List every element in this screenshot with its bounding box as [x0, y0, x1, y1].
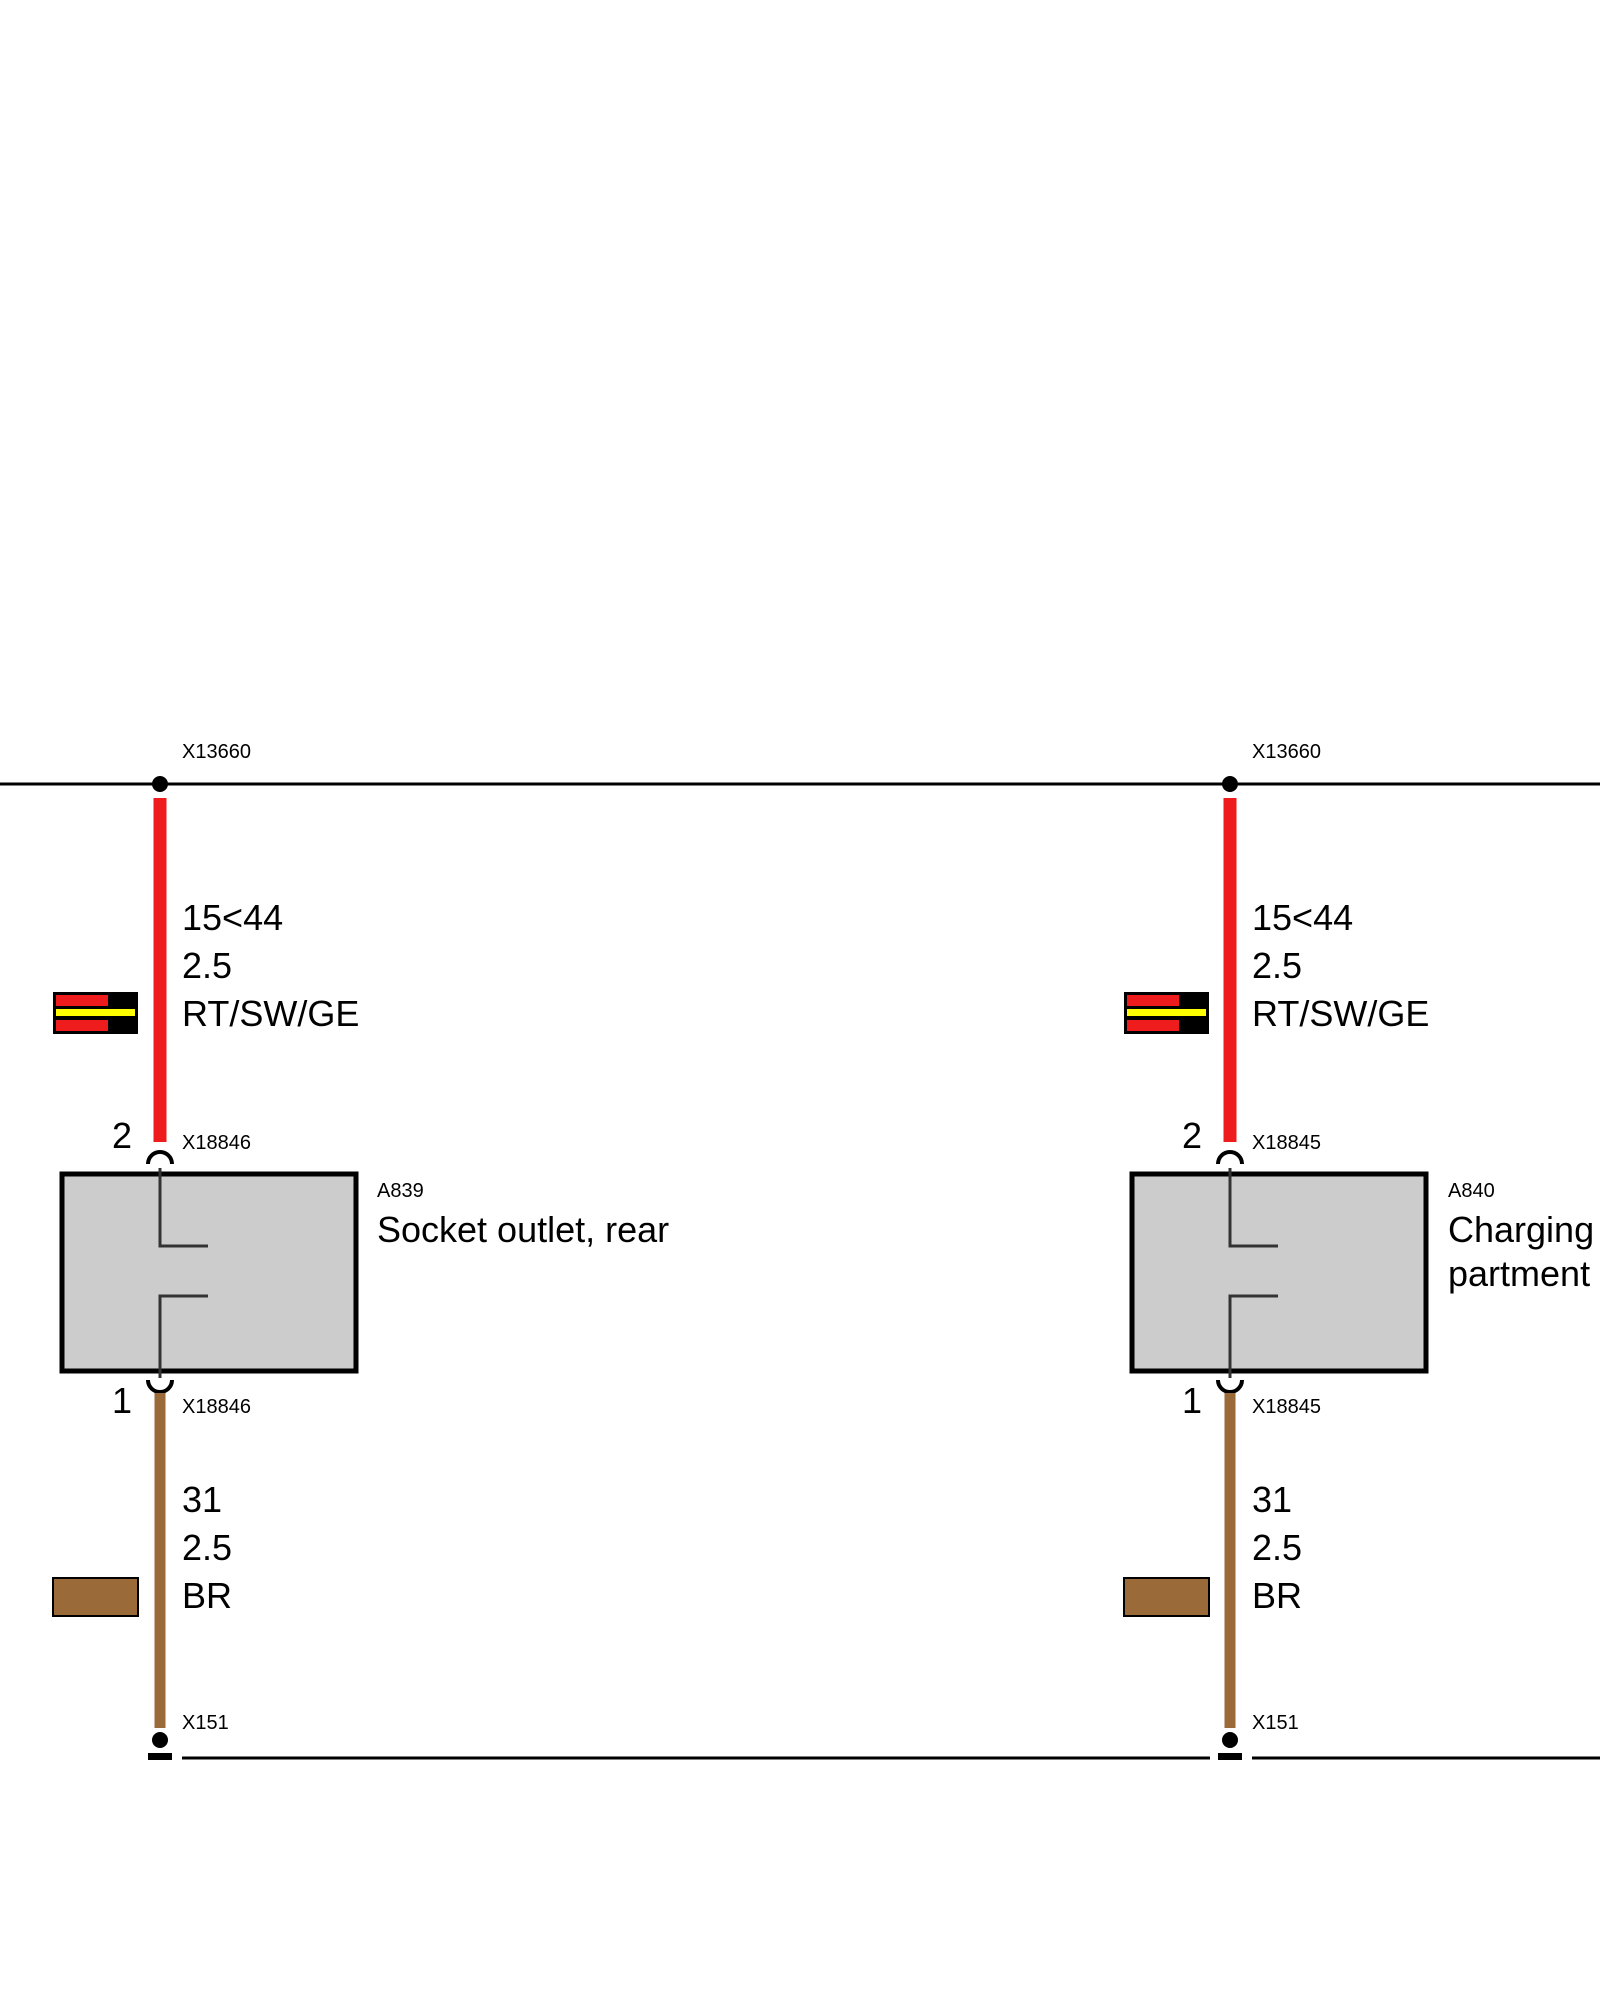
wire-color-swatch-brown	[52, 1577, 139, 1617]
bottom-junction-dot	[152, 1732, 168, 1748]
component-name-line1: Socket outlet, rear	[377, 1209, 669, 1250]
pin-top-socket-icon	[146, 1150, 174, 1165]
top-junction-dot	[1222, 776, 1238, 792]
ground-color-code-label: BR	[1252, 1575, 1302, 1616]
circuit-a839: X13660 15<44 2.5 RT/SW/GE 2 X18846 A839 …	[52, 741, 669, 1760]
connector-top-label: X18845	[1252, 1132, 1321, 1154]
circuit-a840: X13660 15<44 2.5 RT/SW/GE 2 X18845 A840 …	[1123, 741, 1594, 1760]
pin-bottom-socket-icon	[146, 1379, 174, 1394]
pin-bottom-number: 1	[1182, 1380, 1202, 1421]
supply-terminal-label: 15<44	[1252, 897, 1353, 938]
wire-color-swatch-brown	[1123, 1577, 1210, 1617]
ground-color-code-label: BR	[182, 1575, 232, 1616]
supply-gauge-label: 2.5	[1252, 945, 1302, 986]
wire-color-swatch-red-black-yellow	[53, 992, 138, 1034]
ground-gauge-label: 2.5	[182, 1527, 232, 1568]
socket-symbol-icon	[1228, 1168, 1278, 1378]
bottom-connector-label: X151	[1252, 1712, 1299, 1734]
component-name-line1: Charging	[1448, 1209, 1594, 1250]
wire-color-swatch-red-black-yellow	[1124, 992, 1209, 1034]
supply-gauge-label: 2.5	[182, 945, 232, 986]
component-id-label: A839	[377, 1180, 424, 1202]
ground-terminal-label: 31	[182, 1479, 222, 1520]
supply-color-code-label: RT/SW/GE	[1252, 993, 1429, 1034]
ground-bar-icon	[148, 1753, 172, 1760]
bottom-connector-label: X151	[182, 1712, 229, 1734]
pin-top-number: 2	[112, 1115, 132, 1156]
supply-color-code-label: RT/SW/GE	[182, 993, 359, 1034]
connector-bottom-label: X18846	[182, 1396, 251, 1418]
ground-bar-icon	[1218, 1753, 1242, 1760]
pin-bottom-socket-icon	[1216, 1379, 1244, 1394]
pin-top-number: 2	[1182, 1115, 1202, 1156]
connector-bottom-label: X18845	[1252, 1396, 1321, 1418]
pin-bottom-number: 1	[112, 1380, 132, 1421]
component-box	[1129, 1171, 1429, 1374]
component-id-label: A840	[1448, 1180, 1495, 1202]
ground-terminal-label: 31	[1252, 1479, 1292, 1520]
top-junction-dot	[152, 776, 168, 792]
socket-symbol-icon	[158, 1168, 208, 1378]
connector-top-label: X18846	[182, 1132, 251, 1154]
top-connector-label: X13660	[182, 741, 251, 763]
bottom-junction-dot	[1222, 1732, 1238, 1748]
component-name-line2: partment	[1448, 1253, 1590, 1294]
supply-terminal-label: 15<44	[182, 897, 283, 938]
component-box	[59, 1171, 359, 1374]
top-connector-label: X13660	[1252, 741, 1321, 763]
pin-top-socket-icon	[1216, 1150, 1244, 1165]
ground-gauge-label: 2.5	[1252, 1527, 1302, 1568]
